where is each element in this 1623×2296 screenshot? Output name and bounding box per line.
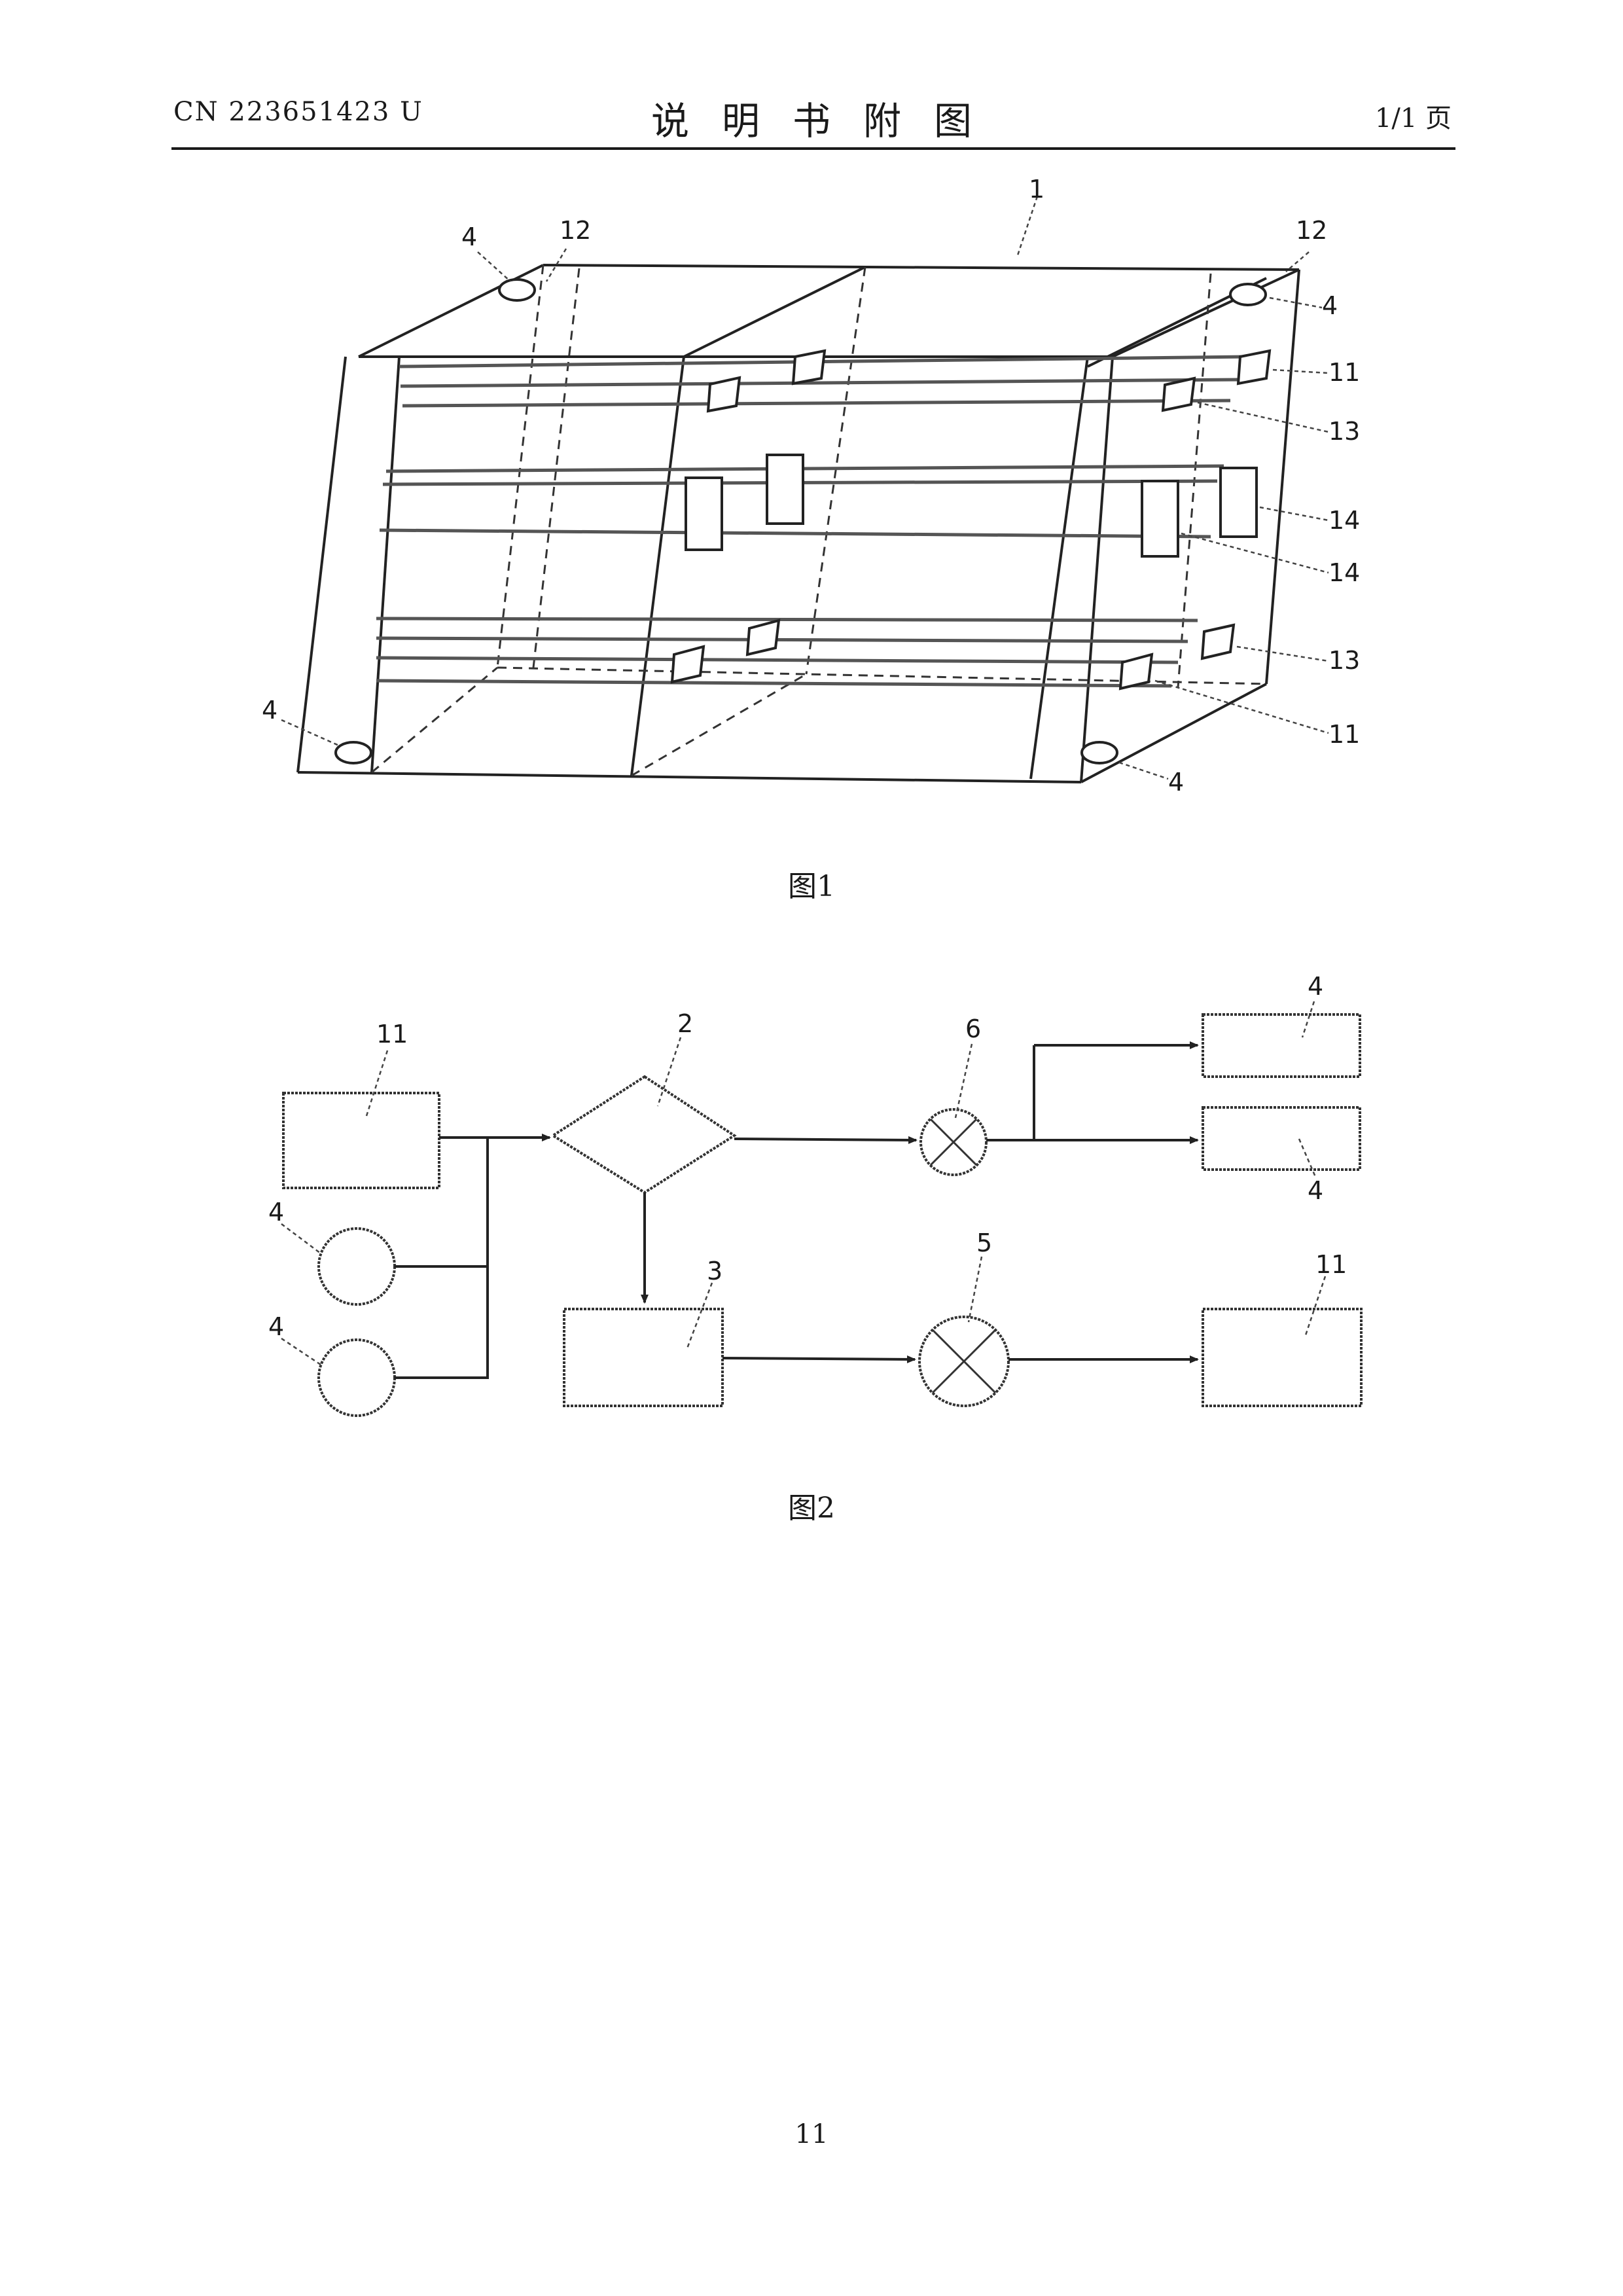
arrow-3-to-5 [722,1358,915,1359]
sensor-13-lower-left [747,620,779,655]
fig1-label-14-b: 14 [1329,558,1360,587]
hidden-middle-back-edge [806,267,865,674]
right-panel-inner-edge [1031,357,1088,779]
fig2-label-4-middle: 4 [1308,1176,1323,1205]
sensor-11-lower-left [672,647,704,682]
sensor-13-lower-right [1202,625,1234,658]
fig2-label-4-top: 4 [1308,972,1323,1001]
sensor-circle-4-lower [319,1340,395,1416]
fig2-label-4-circle-lower: 4 [268,1312,284,1341]
fig2-label-6: 6 [965,1014,981,1043]
sensor-11-upper-left [793,351,825,384]
arrow-2-to-6 [734,1139,916,1140]
sensor-11-lower-right [1120,655,1152,689]
fig2-label-5: 5 [976,1229,992,1257]
rod-lower-2 [376,638,1188,641]
box-top-back-edge [543,265,1299,270]
decision-2 [553,1077,734,1193]
figure-2-diagram: 11 2 6 4 4 4 4 3 5 11 [0,969,1623,1466]
sensor-11-upper-right [1238,351,1270,384]
fig1-label-4-bottom-right: 4 [1168,768,1184,797]
leader-14-b [1181,533,1329,573]
figure-2-caption: 图2 [0,1484,1623,1526]
foot-4-bottom-left [336,742,371,763]
box-right-back-edge [1266,270,1299,684]
hidden-bottom-left-edge [372,668,497,772]
fig1-label-4-bottom-left: 4 [262,696,277,725]
block-4-middle [1203,1107,1360,1170]
sensor-13-upper-right [1163,378,1194,410]
fig1-label-1: 1 [1029,175,1044,204]
fig1-label-4-top-left: 4 [461,223,477,251]
rod-lower-3 [376,658,1178,662]
foot-4-top-left [499,279,535,300]
hidden-left-back-edge [497,265,543,668]
leader-14-a [1260,507,1329,520]
leader-4-bottom-right [1119,762,1168,779]
leader-6 [955,1044,972,1118]
fig1-label-12-left: 12 [560,216,591,245]
block-4-top [1203,1014,1360,1077]
leader-4-top-left [478,252,510,281]
fig1-label-13-upper: 13 [1329,417,1360,446]
fig1-label-11-lower: 11 [1329,720,1360,749]
foot-4-bottom-right [1082,742,1117,763]
left-panel-inner-edge [372,357,399,772]
fig1-label-4-top-right: 4 [1322,291,1338,320]
foot-4-top-right [1230,284,1266,305]
module-14-right-b [1221,468,1257,537]
leader-4-circle-upper [281,1224,321,1253]
middle-panel-front-edge [632,357,684,776]
fig2-label-11-input: 11 [376,1020,408,1049]
fig1-label-13-lower: 13 [1329,646,1360,675]
fig2-label-2: 2 [677,1009,693,1038]
module-14-left-a [686,478,722,550]
leader-13-upper [1198,403,1329,432]
leader-4-bottom-left [281,720,340,746]
rod-lower-4 [376,681,1171,686]
figure-1-caption: 图1 [0,863,1623,905]
right-panel-front-edge [1081,357,1113,782]
leader-11-upper [1273,370,1329,373]
leader-1 [1018,196,1037,255]
fig1-label-14-a: 14 [1329,506,1360,535]
page-number: 11 [0,2119,1623,2149]
box-front-left-edge [298,357,346,772]
leader-11-lower [1155,681,1329,733]
box-bottom-edge [298,772,1081,782]
fig2-label-4-circle-upper: 4 [268,1198,284,1227]
rod-lower-1 [376,619,1198,620]
block-3 [564,1309,722,1406]
rod-upper-3 [402,401,1230,406]
module-14-left-b [767,455,803,524]
rod-upper-2 [401,380,1240,386]
fig2-label-3: 3 [707,1257,722,1285]
fig2-label-11-output: 11 [1315,1250,1347,1279]
sensor-circle-4-upper [319,1229,395,1304]
block-11-input [283,1093,439,1188]
leader-13-lower [1237,647,1329,661]
line-6-out [986,1045,1034,1140]
rod-mid-3 [380,530,1211,537]
hidden-bottom-mid-edge [632,674,806,776]
rod-mid-1 [386,466,1224,471]
leader-4-circle-lower [281,1338,321,1365]
figure-1-drawing: 1 12 4 12 4 11 13 14 14 13 11 4 4 [0,0,1623,825]
fig1-label-11-upper: 11 [1329,358,1360,387]
leader-5 [969,1257,982,1322]
middle-panel-top-edge [684,267,865,357]
module-14-right-a [1142,481,1178,556]
hidden-left-back-edge-2 [533,268,579,668]
sensor-13-upper-left [708,378,740,411]
block-11-output [1203,1309,1361,1406]
fig1-label-12-right: 12 [1296,216,1327,245]
